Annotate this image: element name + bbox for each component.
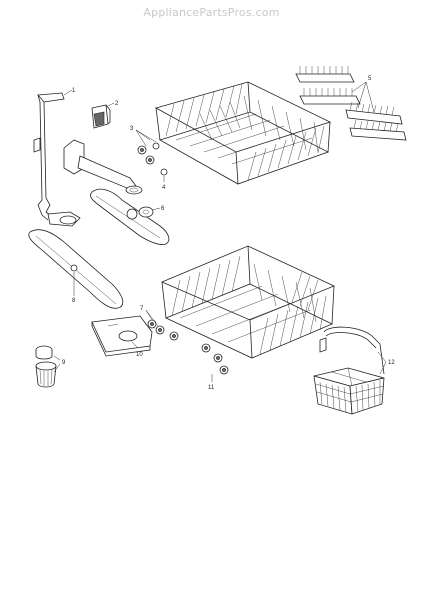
callout-8: 8 — [72, 298, 76, 304]
callout-3: 3 — [130, 126, 134, 132]
part-3-upper-rollers[interactable] — [137, 142, 160, 165]
callout-4: 4 — [162, 185, 166, 191]
part-2-bracket[interactable] — [91, 104, 111, 129]
callout-12: 12 — [388, 360, 395, 366]
spray-arm-manifold[interactable] — [63, 139, 143, 195]
part-6-upper-spray-arm[interactable] — [90, 188, 170, 245]
part-4-roller[interactable] — [160, 168, 168, 176]
callout-labels: 1 2 3 4 5 6 7 8 9 10 11 12 — [62, 76, 395, 391]
callout-2: 2 — [115, 101, 119, 107]
callout-9: 9 — [62, 360, 66, 366]
part-1-feed-tube[interactable] — [33, 92, 81, 227]
callout-5: 5 — [368, 76, 372, 82]
lower-dish-rack[interactable] — [160, 245, 336, 359]
callout-11: 11 — [208, 385, 215, 391]
part-10-sump-cover[interactable] — [91, 315, 153, 357]
upper-dish-rack[interactable] — [154, 81, 332, 185]
callout-10: 10 — [136, 352, 143, 358]
lower-spray-arm[interactable] — [28, 229, 124, 309]
watermark-text: AppliancePartsPros.com — [143, 6, 280, 19]
part-9-filter[interactable] — [35, 345, 57, 388]
part-11-lower-wheels[interactable] — [169, 331, 229, 375]
part-5-tine-rows[interactable] — [295, 66, 407, 141]
callout-6: 6 — [161, 206, 165, 212]
callout-1: 1 — [72, 88, 76, 94]
part-12-silverware-basket[interactable] — [313, 326, 385, 415]
callout-7: 7 — [140, 306, 144, 312]
